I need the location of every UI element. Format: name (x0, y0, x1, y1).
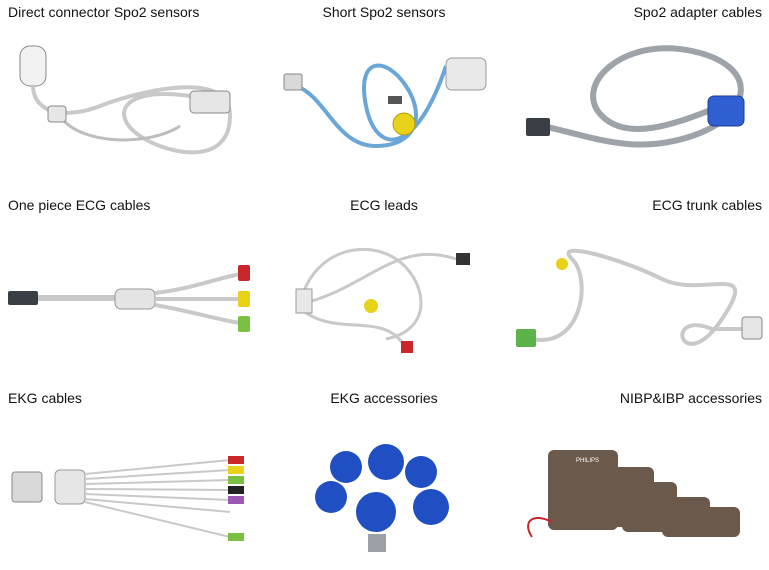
product-tile-ecg-one-piece[interactable]: One piece ECG cables (0, 193, 256, 377)
product-label: EKG cables (8, 390, 82, 406)
product-tile-short-spo2[interactable]: Short Spo2 sensors (256, 0, 512, 184)
spo2-short-sensor-image (283, 57, 487, 149)
spo2-direct-sensor-image (19, 45, 233, 155)
ekg-cable-image (11, 456, 244, 541)
product-label: One piece ECG cables (8, 197, 151, 213)
ecg-one-piece-cable-image (8, 265, 250, 332)
nibp-cuffs-image: PHILIPS (527, 450, 740, 538)
brand-label: PHILIPS (576, 458, 599, 464)
product-tile-direct-spo2[interactable]: Direct connector Spo2 sensors (0, 0, 256, 184)
product-tile-nibp-ibp[interactable]: NIBP&IBP accessories PHILIPS (512, 386, 768, 570)
product-tile-ecg-leads[interactable]: ECG leads (256, 193, 512, 377)
ecg-trunk-cable-image (516, 248, 763, 347)
product-tile-spo2-adapter[interactable]: Spo2 adapter cables (512, 0, 768, 184)
product-label: Short Spo2 sensors (322, 4, 446, 20)
product-label: EKG accessories (330, 390, 438, 406)
ecg-leads-image (295, 247, 470, 353)
product-tile-ecg-trunk[interactable]: ECG trunk cables (512, 193, 768, 377)
spo2-adapter-cable-image (526, 45, 745, 148)
product-label: ECG trunk cables (652, 197, 762, 213)
product-label: Direct connector Spo2 sensors (8, 4, 200, 20)
product-tile-ekg-cables[interactable]: EKG cables (0, 386, 256, 570)
product-label: Spo2 adapter cables (633, 4, 762, 20)
ekg-suction-electrodes-image (315, 444, 449, 552)
product-tile-ekg-accessories[interactable]: EKG accessories (256, 386, 512, 570)
product-label: ECG leads (350, 197, 418, 213)
product-label: NIBP&IBP accessories (619, 390, 762, 406)
